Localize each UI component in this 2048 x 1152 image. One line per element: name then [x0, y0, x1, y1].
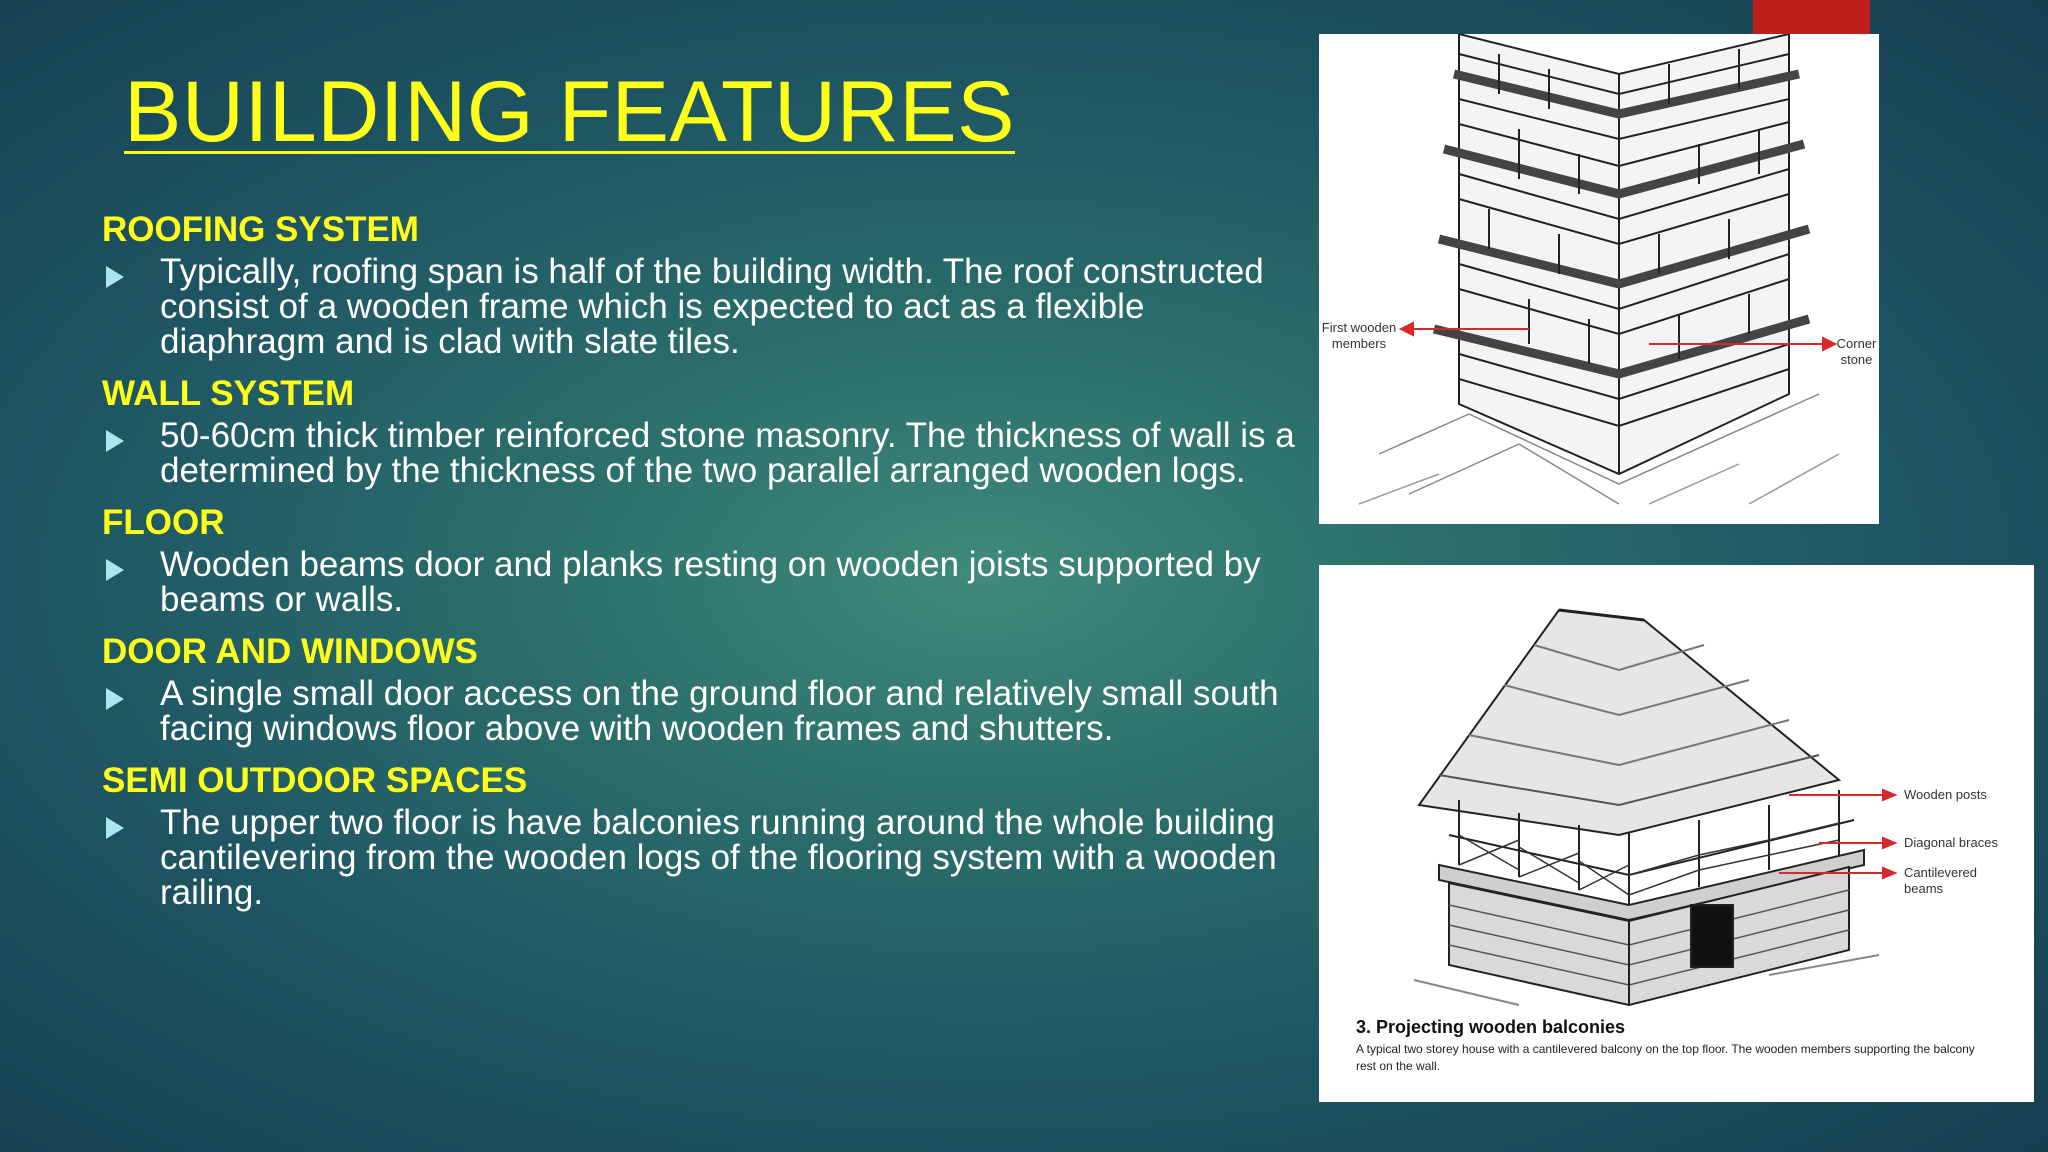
wall-corner-figure: First wooden members Corner stone [1319, 34, 1879, 524]
triangle-bullet-icon [106, 266, 124, 288]
balcony-drawing [1413, 608, 1898, 1007]
bullet-text-floor: Wooden beams door and planks resting on … [160, 545, 1261, 619]
figure-caption-title: 3. Projecting wooden balconies [1356, 1017, 1626, 1037]
label-corner-stone: Corner stone [1836, 336, 1877, 367]
label-first-wooden-members: First wooden members [1321, 320, 1397, 351]
bullet-floor: Wooden beams door and planks resting on … [102, 547, 1302, 617]
section-heading-door-windows: DOOR AND WINDOWS [102, 632, 478, 671]
wall-corner-drawing [1358, 34, 1840, 505]
balcony-figure: Wooden posts Diagonal braces Cantilevere… [1319, 565, 2034, 1102]
bullet-text-door-windows: A single small door access on the ground… [160, 674, 1279, 748]
section-heading-semi-outdoor: SEMI OUTDOOR SPACES [102, 761, 528, 800]
bullet-text-semi-outdoor: The upper two floor is have balconies ru… [160, 803, 1277, 912]
label-wooden-posts: Wooden posts [1904, 787, 1987, 802]
label-cantilevered-beams: Cantilevered beams [1904, 865, 1977, 896]
triangle-bullet-icon [106, 430, 124, 452]
section-heading-roofing: ROOFING SYSTEM [102, 210, 419, 249]
triangle-bullet-icon [106, 817, 124, 839]
bullet-text-wall: 50-60cm thick timber reinforced stone ma… [160, 416, 1295, 490]
slide-title: BUILDING FEATURES [124, 64, 1015, 160]
triangle-bullet-icon [106, 559, 124, 581]
label-diagonal-braces: Diagonal braces [1904, 835, 1998, 850]
section-heading-wall: WALL SYSTEM [102, 374, 355, 413]
section-heading-floor: FLOOR [102, 503, 225, 542]
bullet-wall: 50-60cm thick timber reinforced stone ma… [102, 418, 1302, 488]
feature-list: ROOFING SYSTEM Typically, roofing span i… [102, 206, 1302, 921]
accent-tab [1753, 0, 1870, 34]
figure-caption-text: A typical two storey house with a cantil… [1356, 1042, 1975, 1073]
triangle-bullet-icon [106, 688, 124, 710]
bullet-roofing: Typically, roofing span is half of the b… [102, 254, 1302, 359]
bullet-semi-outdoor: The upper two floor is have balconies ru… [102, 805, 1302, 910]
bullet-text-roofing: Typically, roofing span is half of the b… [160, 252, 1264, 361]
bullet-door-windows: A single small door access on the ground… [102, 676, 1302, 746]
